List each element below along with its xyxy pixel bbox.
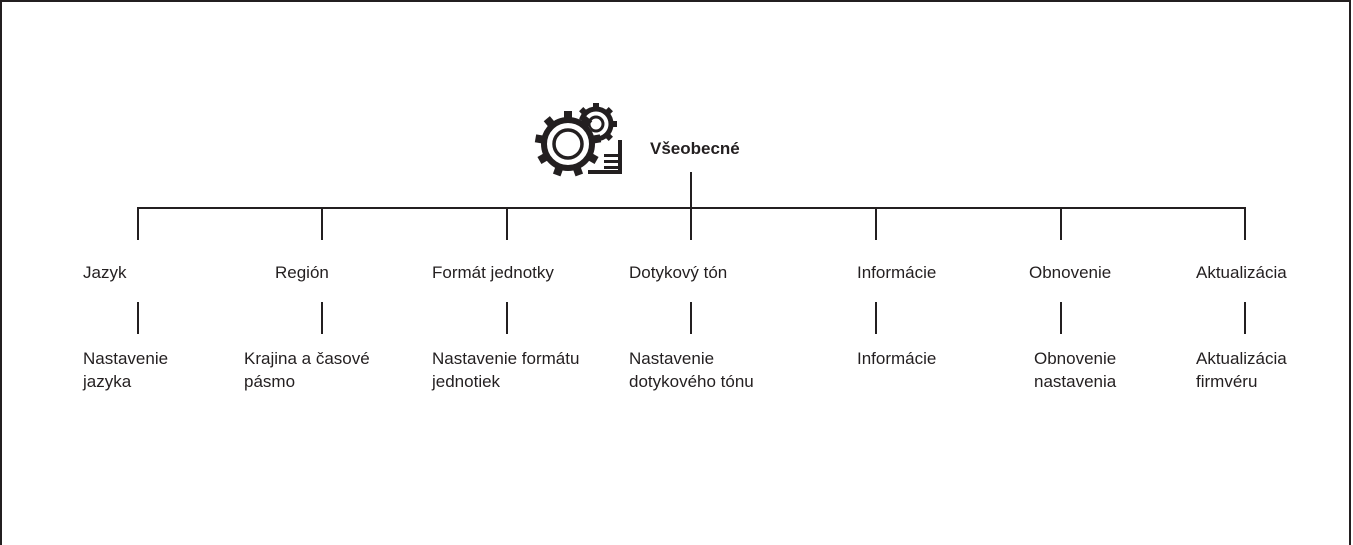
child-informacie: Informácie <box>857 349 937 368</box>
category-aktualizacia: Aktualizácia <box>1196 263 1287 282</box>
child-nastavenie-jazyka: Nastavenie jazyka <box>83 349 169 391</box>
category-format-jednotky: Formát jednotky <box>432 263 554 282</box>
category-informacie: Informácie <box>857 263 937 282</box>
gears-settings-icon <box>534 103 622 177</box>
child-krajina-a-casove-pasmo: Krajina a časové pásmo <box>244 349 370 391</box>
category-region: Región <box>275 263 329 282</box>
child-nastavenie-dotykoveho-tonu: Nastavenie dotykového tónu <box>629 349 754 391</box>
child-obnovenie-nastavenia: Obnovenie nastavenia <box>1034 349 1117 391</box>
child-nastavenie-formatu-jednotiek: Nastavenie formátu jednotiek <box>432 349 580 391</box>
category-jazyk: Jazyk <box>83 263 127 282</box>
category-obnovenie: Obnovenie <box>1029 263 1112 282</box>
category-dotykovy-ton: Dotykový tón <box>629 263 728 282</box>
root-label: Všeobecné <box>650 139 740 158</box>
child-aktualizacia-firmveru: Aktualizácia firmvéru <box>1196 349 1287 391</box>
